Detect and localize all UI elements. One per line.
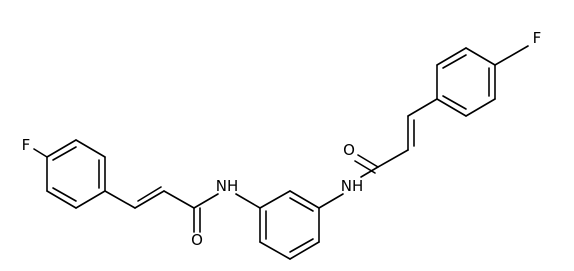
bond-c-f-right xyxy=(494,45,529,66)
double-bond-inner xyxy=(289,197,314,212)
bond-amide-c-n xyxy=(193,193,219,209)
double-bond-inner xyxy=(289,238,314,253)
left-fluorophenyl-ring xyxy=(46,139,106,209)
bond xyxy=(259,241,291,260)
right-fluorophenyl-ring xyxy=(436,47,496,117)
bond xyxy=(436,47,467,66)
nh-label-right: NH xyxy=(341,177,364,195)
bond xyxy=(465,47,496,66)
double-bond-inner xyxy=(137,186,162,202)
bond xyxy=(46,139,77,158)
right-acrylamide-chain xyxy=(318,98,438,209)
nh-label-left: NH xyxy=(216,177,239,195)
double-bond-inner xyxy=(442,54,467,69)
bond-n-aryl xyxy=(235,193,261,209)
bond xyxy=(75,190,106,209)
bond xyxy=(75,139,106,158)
bond xyxy=(163,190,195,209)
fluorine-label-left: F xyxy=(22,136,31,154)
left-acrylamide-chain xyxy=(104,186,261,233)
bond xyxy=(259,190,291,209)
bond xyxy=(436,98,467,117)
bond xyxy=(46,190,77,209)
bond xyxy=(104,190,136,209)
bond-carbonyl xyxy=(357,154,379,168)
fluorine-label-right: F xyxy=(533,29,542,47)
oxygen-label-right: O xyxy=(343,141,355,159)
bond-aryl-n xyxy=(318,193,344,209)
bond xyxy=(289,190,320,209)
bond xyxy=(134,190,165,209)
bond-n-carbonyl xyxy=(360,166,379,178)
central-benzene-ring xyxy=(259,190,320,260)
bond xyxy=(465,98,496,117)
bond-c-f-left xyxy=(33,148,48,158)
double-bond-inner xyxy=(442,95,467,110)
double-bond-inner xyxy=(52,146,77,161)
double-bond-inner xyxy=(52,187,77,202)
bond xyxy=(407,98,438,117)
oxygen-label-left: O xyxy=(191,231,203,249)
bond-carbonyl xyxy=(354,160,376,174)
bond xyxy=(289,241,320,260)
bond xyxy=(377,149,409,168)
